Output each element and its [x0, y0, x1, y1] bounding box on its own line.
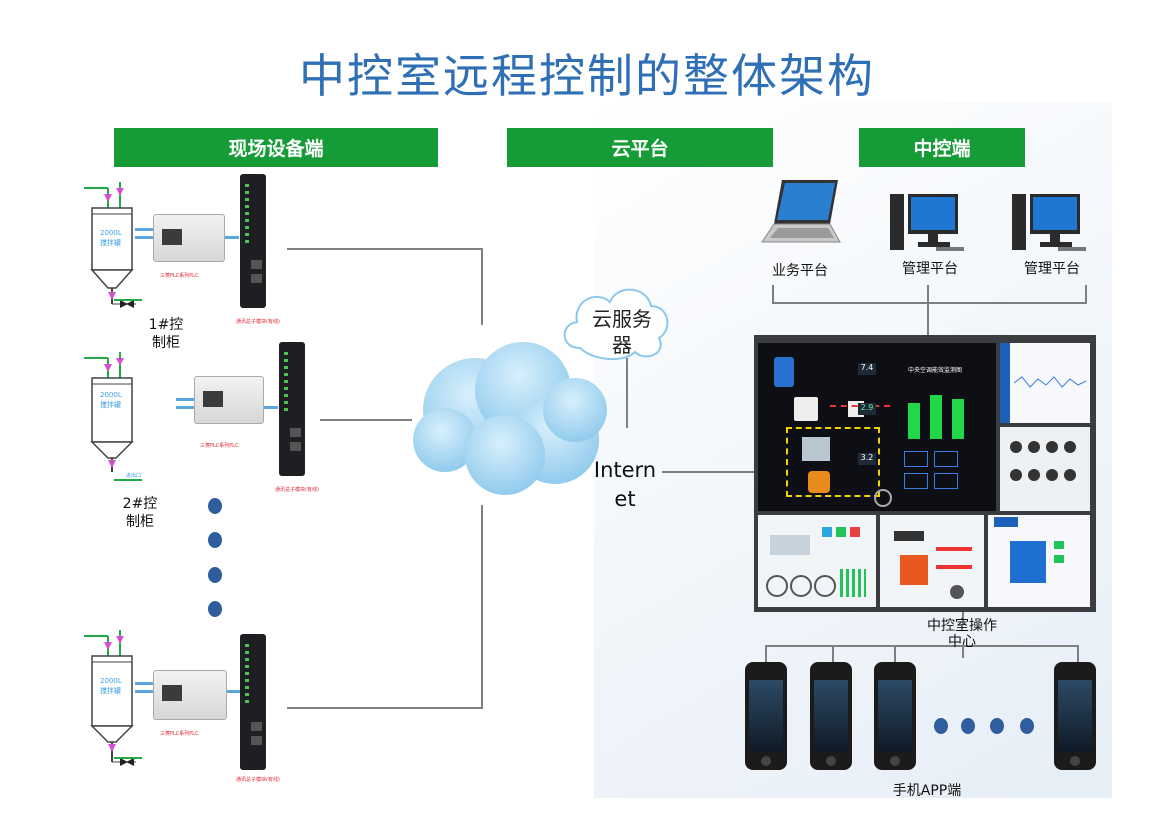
- gateway-caption: 通讯总子模块(有线): [236, 319, 280, 325]
- ellipsis-dot: [208, 532, 222, 548]
- ellipsis-dot: [208, 601, 222, 617]
- tank-icon: [84, 352, 142, 481]
- flow-arrow: [135, 682, 153, 685]
- internet-cloud-icon: [413, 342, 607, 495]
- wall-main-screen: 中央空调能效监测图 7.4 2.9 3.2: [758, 343, 996, 511]
- plc-caption: 三菱PLC系列PLC: [160, 731, 199, 737]
- plc-device: [194, 376, 264, 424]
- ellipsis-dot: [208, 567, 222, 583]
- phone-icon: [874, 662, 916, 770]
- cabinet-3-group: 2000L 搅拌罐 三菱PLC系列PLC 通讯总子模块(有线): [80, 628, 300, 788]
- header-field-devices: 现场设备端: [114, 128, 438, 167]
- desktop-computer-icon: [1012, 194, 1086, 251]
- wall-value-2: 2.9: [858, 403, 876, 415]
- line-cabinet-3: [287, 505, 483, 709]
- flow-arrow: [176, 406, 194, 409]
- plc-panel: [203, 391, 223, 407]
- wall-screen-compressor: [988, 515, 1090, 607]
- app-label: 手机APP端: [892, 783, 962, 799]
- desktop-computer-icon: [890, 194, 964, 251]
- cloud-server-label: 云服务 器: [592, 307, 652, 357]
- mgmt-platform-1-label: 管理平台: [902, 261, 958, 277]
- wall-screen-gauges: [1000, 427, 1090, 511]
- phone-icon: [745, 662, 787, 770]
- plc-panel: [162, 685, 182, 701]
- business-platform-label: 业务平台: [772, 263, 828, 279]
- gateway-device: [240, 174, 266, 308]
- phone-icon: [810, 662, 852, 770]
- wall-value-1: 7.4: [858, 363, 876, 375]
- flow-arrow: [227, 690, 240, 693]
- flow-arrow: [135, 228, 153, 231]
- internet-label: Intern et: [593, 458, 657, 511]
- plc-panel: [162, 229, 182, 245]
- plc-device: [153, 670, 227, 720]
- phone-icon: [1054, 662, 1096, 770]
- tank-icon: [84, 182, 142, 308]
- flow-arrow: [176, 398, 194, 401]
- wall-screen-boiler: [880, 515, 984, 607]
- page-title: 中控室远程控制的整体架构: [299, 49, 875, 103]
- tank-label: 2000L 搅拌罐: [100, 229, 122, 247]
- flow-arrow: [135, 690, 153, 693]
- outlet-label: 进出口: [126, 473, 142, 479]
- wall-screen-process: [758, 515, 876, 607]
- cloud-server-icon: [563, 288, 669, 361]
- tank-icon: [84, 630, 142, 766]
- header-control-center: 中控端: [859, 128, 1025, 167]
- header-cloud-platform: 云平台: [507, 128, 773, 167]
- plc-device: [153, 214, 225, 262]
- laptop-icon: [761, 180, 841, 243]
- line-phones-bus: [765, 645, 1079, 662]
- ellipsis-dot: [934, 718, 948, 734]
- plc-caption: 三菱PLC系列PLC: [160, 273, 199, 279]
- flow-arrow: [264, 406, 278, 409]
- gateway-caption: 通讯总子模块(有线): [275, 487, 319, 493]
- video-wall: 中央空调能效监测图 7.4 2.9 3.2: [754, 335, 1096, 612]
- ellipsis-dot: [990, 718, 1004, 734]
- gateway-device: [240, 634, 266, 770]
- wall-screen-trend: [1000, 343, 1090, 423]
- ellipsis-dot: [1020, 718, 1034, 734]
- flow-arrow: [225, 236, 239, 239]
- line-computers-bus: [772, 285, 1087, 304]
- flow-arrow: [135, 236, 153, 239]
- cabinet-1-label: 1#控 制柜: [148, 317, 184, 351]
- wall-screen-title: 中央空调能效监测图: [908, 367, 963, 374]
- plc-caption: 三菱PLC系列PLC: [200, 443, 239, 449]
- wall-value-3: 3.2: [858, 453, 876, 465]
- tank-label: 2000L 搅拌罐: [100, 677, 122, 695]
- tank-label: 2000L 搅拌罐: [100, 391, 122, 409]
- cabinet-2-group: 2000L 搅拌罐 进出口 三菱PLC系列PLC 通讯总子模块(有线): [80, 342, 330, 493]
- cabinet-2-label: 2#控 制柜: [122, 496, 158, 530]
- gateway-caption: 通讯总子模块(有线): [236, 777, 280, 783]
- gateway-device: [279, 342, 305, 476]
- ellipsis-dot: [208, 498, 222, 514]
- control-room-label: 中控室操作 中心: [927, 618, 997, 650]
- cabinet-1-group: 2000L 搅拌罐 三菱PLC系列PLC 通讯总子模块(有线): [80, 174, 300, 325]
- ellipsis-dot: [961, 718, 975, 734]
- line-cabinet-1: [287, 248, 483, 325]
- mgmt-platform-2-label: 管理平台: [1024, 261, 1080, 277]
